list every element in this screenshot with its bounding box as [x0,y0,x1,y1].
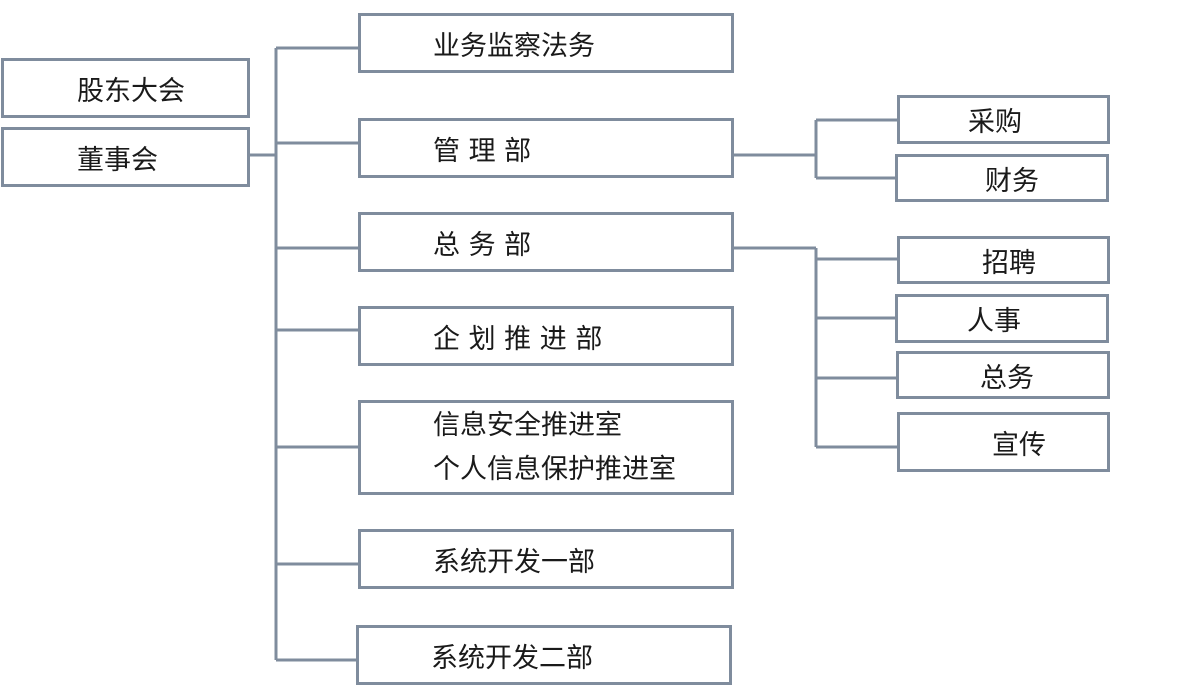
finance-box: 财务 [895,154,1109,202]
dev1-dept-label: 系统开发一部 [433,546,595,578]
recruiting-label: 招聘 [982,247,1036,279]
shareholders-meeting-box: 股东大会 [1,58,250,118]
management-dept-box: 管 理 部 [358,118,734,178]
hr-box: 人事 [895,294,1109,343]
planning-dept-box: 企 划 推 进 部 [358,306,734,366]
purchasing-box: 采购 [897,95,1110,144]
general-label: 总务 [980,362,1034,394]
general-affairs-dept-label: 总 务 部 [433,229,532,261]
hr-label: 人事 [967,306,1021,337]
board-of-directors-box: 董事会 [1,127,250,187]
finance-label: 财务 [985,165,1039,197]
planning-dept-label: 企 划 推 进 部 [433,323,603,355]
board-of-directors-label: 董事会 [77,144,158,176]
security-office-line1: 信息安全推进室 [433,409,622,441]
management-dept-label: 管 理 部 [433,135,532,167]
security-office-box: 信息安全推进室 个人信息保护推进室 [358,400,734,495]
audit-legal-label: 业务监察法务 [433,30,595,62]
publicity-box: 宣传 [897,412,1110,472]
general-affairs-dept-box: 总 务 部 [358,212,734,272]
security-office-line2: 个人信息保护推进室 [433,453,676,485]
shareholders-meeting-label: 股东大会 [77,75,185,107]
dev2-dept-label: 系统开发二部 [431,642,593,674]
purchasing-label: 采购 [968,107,1022,138]
dev1-dept-box: 系统开发一部 [358,529,734,589]
general-box: 总务 [896,351,1110,399]
recruiting-box: 招聘 [897,236,1110,284]
audit-legal-box: 业务监察法务 [358,13,734,73]
publicity-label: 宣传 [992,429,1046,461]
dev2-dept-box: 系统开发二部 [356,625,732,685]
